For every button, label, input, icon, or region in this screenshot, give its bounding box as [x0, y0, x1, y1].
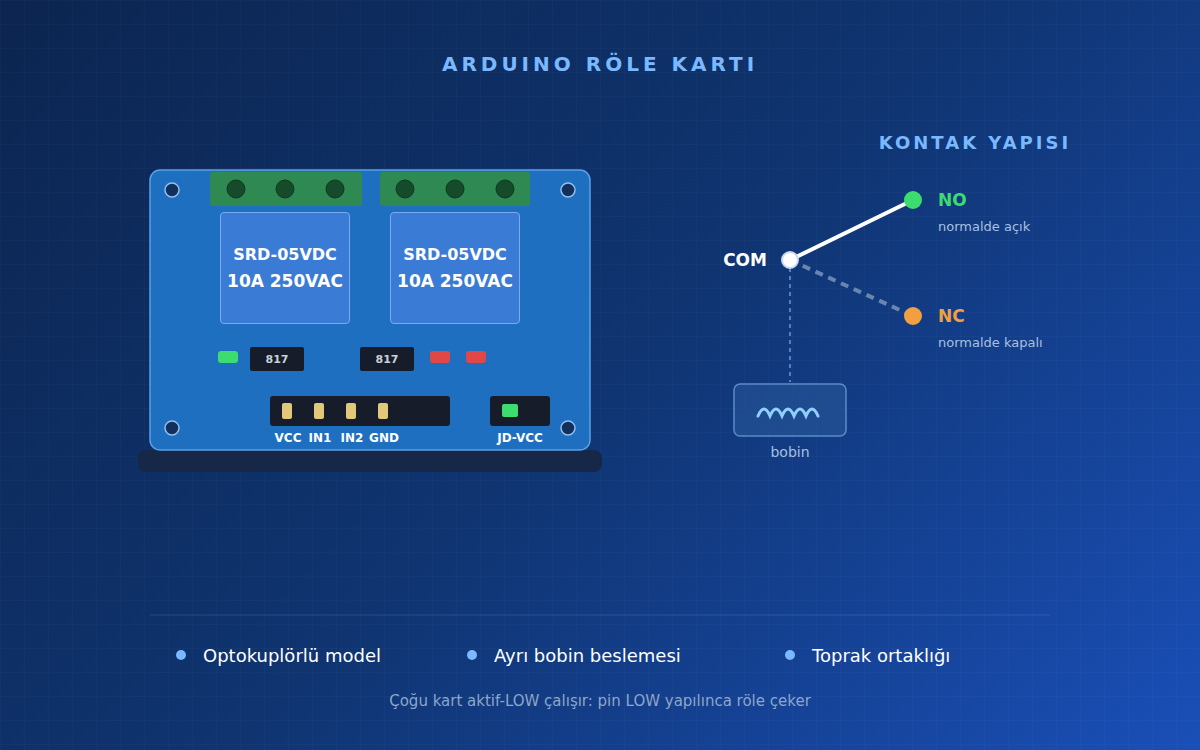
- coil-label: bobin: [770, 444, 809, 460]
- coil-link: [789, 268, 791, 382]
- pin-name: IN2: [341, 431, 364, 445]
- terminal-name: NO: [938, 190, 967, 210]
- nc-terminal: [904, 307, 922, 325]
- pin-header: [270, 396, 450, 426]
- terminal-screws: [227, 180, 514, 198]
- terminal-block: [380, 172, 530, 206]
- pin-name: GND: [369, 431, 399, 445]
- relay-rating: 10A 250VAC: [397, 268, 513, 294]
- jumper-header: [490, 396, 550, 426]
- led-green: [218, 351, 238, 363]
- optocoupler-chip: 817: [250, 347, 304, 371]
- coil-node: bobin: [734, 384, 846, 436]
- coil-box: [734, 384, 846, 436]
- jumper: [502, 404, 518, 417]
- no-terminal: [904, 191, 922, 209]
- relay-rating: 10A 250VAC: [227, 268, 343, 294]
- chip-label: 817: [376, 353, 399, 366]
- caption: Çoğu kart aktif-LOW çalışır: pin LOW yap…: [389, 692, 811, 710]
- switch-arm: [790, 200, 913, 260]
- relay-model: SRD-05VDC: [403, 242, 507, 268]
- section-heading: KONTAK YAPISI: [879, 132, 1071, 153]
- led-red: [430, 351, 450, 363]
- com-terminal: [782, 252, 798, 268]
- relay-box: SRD-05VDC10A 250VAC: [390, 212, 520, 324]
- board-shadow: [138, 450, 602, 472]
- coil-symbol: [758, 409, 818, 416]
- pcb-board: [150, 170, 590, 450]
- header-pins: [282, 403, 388, 419]
- mounting-holes: [165, 183, 575, 435]
- feature-text: Ayrı bobin beslemesi: [494, 645, 681, 666]
- separator: [150, 615, 1050, 616]
- terminal-name: NC: [938, 306, 965, 326]
- pin-name: JD-VCC: [497, 431, 543, 445]
- pin-name: VCC: [275, 431, 302, 445]
- terminal-note: normalde açık: [938, 219, 1030, 234]
- led-red: [466, 351, 486, 363]
- feature-text: Optokuplörlü model: [203, 645, 381, 666]
- relay-box: SRD-05VDC10A 250VAC: [220, 212, 350, 324]
- pin-name: IN1: [309, 431, 332, 445]
- nc-path: [790, 260, 913, 316]
- terminal-note: normalde kapalı: [938, 335, 1043, 350]
- relay-model: SRD-05VDC: [233, 242, 337, 268]
- optocoupler-chip: 817: [360, 347, 414, 371]
- terminal-block: [210, 172, 362, 206]
- chip-label: 817: [266, 353, 289, 366]
- title: ARDUINO RÖLE KARTI: [442, 52, 758, 76]
- feature-text: Toprak ortaklığı: [812, 645, 950, 666]
- terminal-name: COM: [723, 250, 767, 270]
